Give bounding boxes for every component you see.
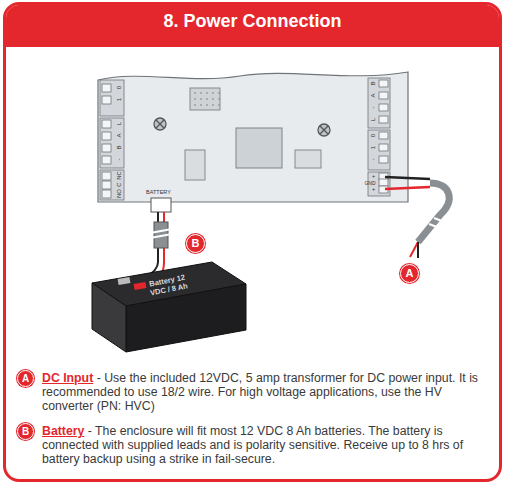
description-heading: Battery — [42, 424, 84, 438]
pin-label: - — [370, 156, 377, 164]
pin-label: 1 — [370, 144, 377, 152]
pin-label: A — [370, 92, 377, 100]
power-cable — [418, 183, 449, 242]
pin-label: L — [116, 119, 123, 129]
pin-label: C — [116, 180, 123, 190]
component — [185, 150, 205, 180]
connector-label: BATTERY — [146, 189, 171, 195]
battery-connector — [151, 198, 171, 212]
callout-letter: A — [400, 264, 419, 283]
pin-label: A — [116, 131, 123, 141]
screw — [154, 118, 330, 136]
pin-label: + — [370, 186, 377, 194]
pin-label: B — [370, 80, 377, 88]
callout-letter: B — [186, 234, 205, 253]
pin-label: 0 — [116, 83, 123, 93]
callout-letter: A — [17, 370, 34, 387]
pin-label: B — [116, 143, 123, 153]
title: 8. Power Connection — [0, 11, 505, 32]
terminal-block — [100, 80, 124, 200]
pin-label: - — [370, 104, 377, 112]
pin-label: GND — [362, 180, 378, 187]
description-text: - Use the included 12VDC, 5 amp transfor… — [42, 371, 478, 413]
pin-label: NO — [116, 189, 123, 199]
description: Battery - The enclosure will fit most 12… — [42, 424, 490, 466]
pin-label: 1 — [116, 95, 123, 105]
component — [190, 88, 220, 110]
pin-label: + — [370, 173, 377, 181]
component — [295, 150, 321, 168]
callout-letter: B — [17, 423, 34, 440]
pin-label: L — [370, 116, 377, 124]
pin-label: - — [116, 155, 123, 165]
description-heading: DC Input — [42, 371, 93, 385]
circuit-board — [98, 72, 408, 202]
pin-label: NC — [116, 171, 123, 181]
pin-label: 0 — [370, 132, 377, 140]
chip — [236, 128, 282, 168]
description-text: - The enclosure will fit most 12 VDC 8 A… — [42, 424, 463, 466]
description: DC Input - Use the included 12VDC, 5 amp… — [42, 371, 490, 413]
